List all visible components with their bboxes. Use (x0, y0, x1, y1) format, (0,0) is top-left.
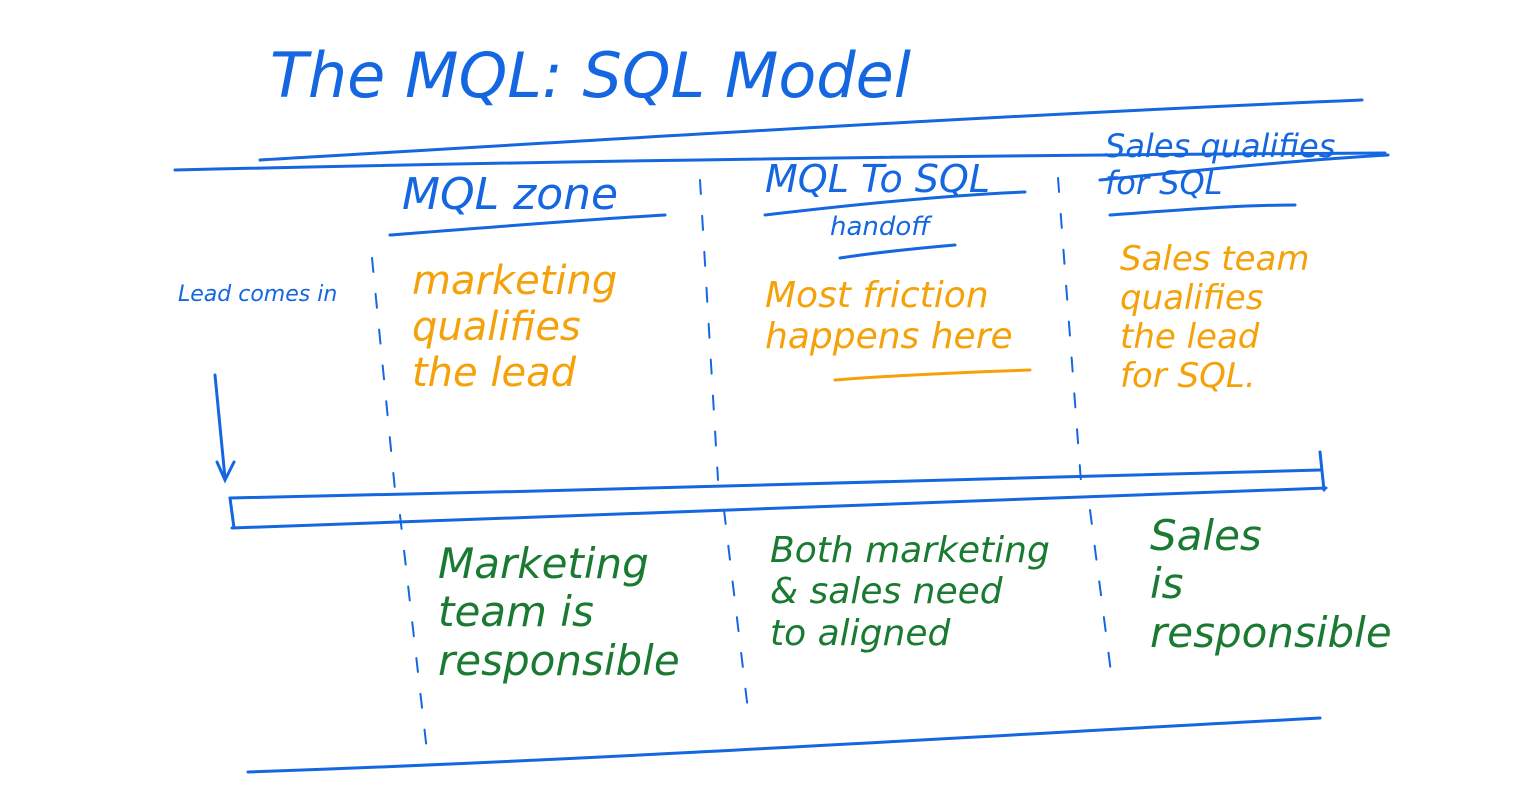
responsibility-handoff: Both marketing & sales need to aligned (770, 530, 1050, 654)
description-mql-zone: marketing qualifies the lead (412, 258, 618, 396)
column-header-handoff: MQL To SQL (765, 157, 990, 201)
pipeline-bar-top (228, 468, 1322, 500)
friction-underline (833, 368, 1032, 382)
entry-label: Lead comes in (178, 282, 338, 307)
header-underline-3b (1108, 203, 1297, 217)
column-subheader-handoff: handoff (830, 212, 931, 242)
responsibility-mql-zone: Marketing team is responsible (438, 539, 680, 685)
diagram-title: The MQL: SQL Model (270, 39, 912, 112)
divider-1 (371, 257, 429, 761)
divider-2 (699, 179, 749, 711)
top-border (173, 151, 1387, 172)
header-underline-2 (763, 190, 1027, 217)
title-underline (258, 98, 1364, 162)
arrow-shaft (213, 373, 227, 480)
arrow-head (215, 460, 236, 484)
divider-3 (1057, 177, 1113, 681)
bottom-border (246, 716, 1322, 774)
description-handoff: Most friction happens here (765, 275, 1013, 358)
responsibility-sales: Sales is responsible (1150, 511, 1392, 657)
pipeline-bar-right (1318, 450, 1326, 492)
description-sales: Sales team qualifies the lead for SQL. (1120, 239, 1310, 397)
header-underline-3 (1098, 153, 1390, 182)
pipeline-bar-left (228, 496, 236, 530)
header-underline-1 (388, 213, 667, 237)
column-header-sales: Sales qualifies for SQL (1105, 127, 1336, 202)
handoff-underline (838, 243, 957, 260)
column-header-mql-zone: MQL zone (402, 169, 619, 220)
pipeline-bar-bottom (230, 486, 1328, 530)
